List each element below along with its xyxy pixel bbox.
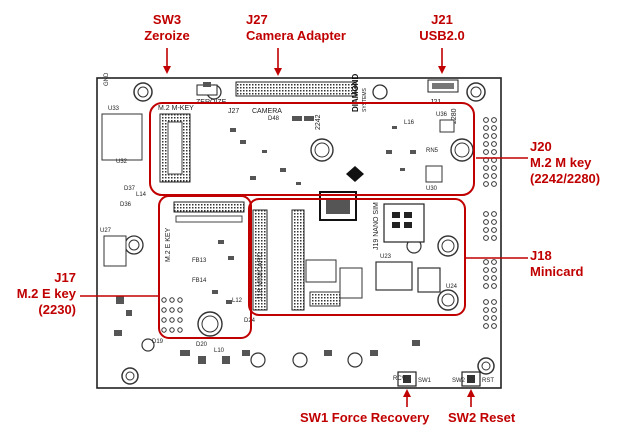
- callout-sw2: SW2 Reset: [448, 410, 515, 426]
- silk-u27: U27: [100, 228, 112, 234]
- svg-text:DIAMOND: DIAMOND: [351, 74, 360, 112]
- callout-j20-desc: M.2 M key: [530, 155, 592, 170]
- silk-sw1: SW1: [418, 378, 432, 384]
- callout-j27-desc: Camera Adapter: [246, 28, 346, 43]
- silk-u23: U23: [380, 254, 392, 260]
- minicard-socket: [252, 209, 305, 311]
- callout-sw1: SW1 Force Recovery: [300, 410, 429, 426]
- callout-j18: J18 Minicard: [530, 248, 583, 280]
- callout-j17-title: J17: [54, 270, 76, 285]
- j18-highlight: [248, 198, 466, 316]
- ic-u23: [375, 261, 413, 291]
- pcb-board: J27 CAMERA ZEROIZE J21 U33 U32 M.2 M-KEY…: [96, 72, 502, 389]
- force-recovery-switch: [397, 371, 417, 387]
- nano-sim-socket: [383, 203, 425, 243]
- silk-u33: U33: [108, 106, 120, 112]
- camera-connector: [235, 81, 357, 97]
- callout-j21-desc: USB2.0: [419, 28, 465, 43]
- silk-camera: CAMERA: [252, 108, 282, 115]
- callout-j20-title: J20: [530, 139, 552, 154]
- callout-j20: J20 M.2 M key (2242/2280): [530, 139, 600, 187]
- callout-j27: J27 Camera Adapter: [246, 12, 346, 44]
- callout-sw3: SW3 Zeroize: [141, 12, 193, 44]
- callout-sw2-title: SW2 Reset: [448, 410, 516, 425]
- j20-highlight: [149, 102, 475, 196]
- silk-m2-m-key: M.2 M-KEY: [158, 105, 194, 112]
- silk-l14: L14: [136, 192, 147, 198]
- diamond-logo: DIAMOND SYSTEMS: [346, 74, 368, 182]
- reset-switch: [461, 371, 481, 387]
- usb-connector: [427, 79, 459, 93]
- callout-j17-size: (2230): [38, 302, 76, 317]
- silk-u36: U36: [436, 112, 448, 118]
- silk-rst: RST: [482, 378, 494, 384]
- callout-j18-desc: Minicard: [530, 264, 584, 279]
- callout-sw3-title: SW3: [152, 12, 182, 27]
- silk-nano-sim: J19 NANO SIM: [373, 202, 380, 250]
- silk-u30: U30: [426, 186, 438, 192]
- ic-u24: [417, 267, 441, 293]
- m2-m-key-socket: [159, 113, 191, 183]
- component-cluster: [114, 116, 420, 364]
- ic-u30: [425, 165, 443, 183]
- silk-d24: D24: [244, 318, 256, 324]
- silk-d37: D37: [124, 186, 136, 192]
- silk-d20: D20: [196, 342, 208, 348]
- silk-fb14: FB14: [192, 278, 207, 284]
- silk-u24: U24: [446, 284, 458, 290]
- standoff-hole: [124, 138, 474, 368]
- silk-minicard: J18 MINICARD: [257, 252, 264, 300]
- silk-j27: J27: [228, 108, 239, 115]
- ic-u33: [101, 113, 143, 161]
- silk-d48: D48: [268, 116, 280, 122]
- callout-j17-desc: M.2 E key: [16, 286, 76, 301]
- ic-u27: [103, 235, 127, 267]
- silk-l16: L16: [404, 120, 415, 126]
- silk-gnd: GND: [104, 72, 110, 86]
- zeroize-switch: [196, 82, 218, 96]
- silk-u32: U32: [116, 159, 128, 165]
- callout-j27-title: J27: [246, 12, 268, 27]
- mounting-hole: [121, 82, 495, 385]
- svg-text:SYSTEMS: SYSTEMS: [362, 87, 368, 112]
- silk-l12: L12: [232, 298, 243, 304]
- callout-j17: J17 M.2 E key (2230): [4, 270, 76, 318]
- silk-sw2: SW2: [452, 378, 466, 384]
- silk-fb13: FB13: [192, 258, 207, 264]
- id-square-inner: [326, 198, 350, 214]
- silk-rcv: RCV: [393, 376, 406, 382]
- ic-u36: [439, 119, 455, 133]
- callout-j21: J21 USB2.0: [414, 12, 470, 44]
- silk-d19: D19: [152, 339, 164, 345]
- callout-sw1-title: SW1 Force Recovery: [300, 410, 430, 425]
- leader-lines: [80, 48, 528, 407]
- j17-highlight: [158, 195, 252, 339]
- silk-rn5: RN5: [426, 148, 439, 154]
- silk-m2-e-key: M.2 E KEY: [165, 227, 172, 262]
- pin-header: [161, 117, 497, 333]
- silk-d36: D36: [120, 202, 132, 208]
- silk-2280: 2280: [451, 108, 458, 124]
- silk-l10: L10: [214, 348, 225, 354]
- callout-sw3-desc: Zeroize: [144, 28, 190, 43]
- callout-j21-title: J21: [431, 12, 453, 27]
- silk-2242: 2242: [315, 114, 322, 130]
- callout-j20-size: (2242/2280): [530, 171, 601, 186]
- callout-j18-title: J18: [530, 248, 552, 263]
- m2-e-key-socket: [173, 201, 245, 223]
